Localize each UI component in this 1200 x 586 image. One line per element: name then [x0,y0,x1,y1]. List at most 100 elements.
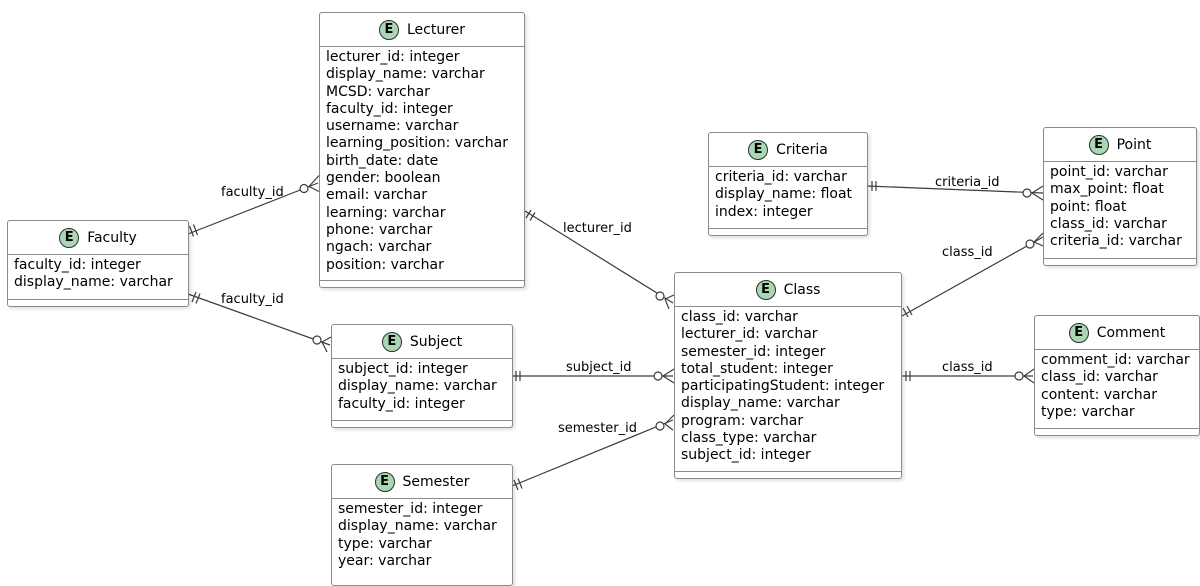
entity-title: Class [783,281,821,298]
field: type: varchar [1041,403,1135,420]
field: ngach: varchar [326,239,432,256]
entity-divider [8,299,188,300]
entity-fields: point_id: varchar max_point: float point… [1044,162,1196,254]
field: birth_date: date [326,152,439,169]
field: faculty_id: integer [338,395,465,412]
field: subject_id: integer [338,361,468,377]
field: class_type: varchar [681,430,817,447]
entity-divider [1035,428,1199,429]
field: display_name: varchar [338,518,497,535]
field: position: varchar [326,256,444,273]
entity-faculty[interactable]: E Faculty faculty_id: integer display_na… [7,220,189,307]
entity-title: Point [1116,136,1152,153]
entity-e-icon: E [378,19,399,40]
entity-e-icon: E [381,331,402,352]
entity-divider [709,228,867,229]
entity-fields: lecturer_id: integer display_name: varch… [320,47,524,278]
relation-label: class_id [942,245,993,260]
field: program: varchar [681,412,804,429]
field: email: varchar [326,187,427,204]
field: phone: varchar [326,221,433,238]
field: point_id: varchar [1050,164,1168,180]
entity-e-icon: E [1068,322,1089,343]
entity-lecturer[interactable]: E Lecturer lecturer_id: integer display_… [319,12,525,288]
field: lecturer_id: varchar [681,326,818,343]
field: semester_id: integer [338,501,483,517]
entity-header: E Class [675,273,901,307]
entity-fields: class_id: varchar lecturer_id: varchar s… [675,307,901,469]
entity-header: E Comment [1035,316,1199,350]
entity-title: Faculty [87,229,137,246]
field: content: varchar [1041,386,1157,403]
entity-semester[interactable]: E Semester semester_id: integer display_… [331,464,513,586]
relation-label: faculty_id [221,185,284,200]
field: class_id: varchar [1050,215,1167,232]
entity-point[interactable]: E Point point_id: varchar max_point: flo… [1043,127,1197,266]
relation-faculty-lecturer: faculty_id [187,175,320,237]
field: display_name: varchar [681,395,840,412]
field: subject_id: integer [681,447,811,464]
entity-title: Comment [1096,324,1166,341]
entity-comment[interactable]: E Comment comment_id: varchar class_id: … [1034,315,1200,436]
relation-faculty-subject: faculty_id [187,291,332,353]
relation-label: faculty_id [221,292,284,307]
relation-lecturer-class: lecturer_id [524,209,675,310]
entity-divider [320,280,524,281]
entity-fields: faculty_id: integer display_name: varcha… [8,255,188,296]
entity-header: E Criteria [709,133,867,167]
field: class_id: varchar [681,309,798,325]
field: class_id: varchar [1041,369,1158,386]
entity-fields: semester_id: integer display_name: varch… [332,499,512,574]
field: gender: boolean [326,170,441,187]
entity-header: E Semester [332,465,512,499]
field: participatingStudent: integer [681,378,885,395]
entity-title: Lecturer [406,21,466,38]
field: MCSD: varchar [326,83,430,100]
entity-header: E Point [1044,128,1196,162]
entity-divider [332,420,512,421]
entity-fields: criteria_id: varchar display_name: float… [709,167,867,225]
field: criteria_id: varchar [1050,233,1182,250]
entity-e-icon: E [748,139,769,160]
relation-label: lecturer_id [563,221,632,236]
field: lecturer_id: integer [326,49,460,65]
field: type: varchar [338,535,432,552]
entity-e-icon: E [374,471,395,492]
field: semester_id: integer [681,343,826,360]
entity-divider [675,471,901,472]
field: display_name: float [715,186,853,203]
entity-e-icon: E [1088,134,1109,155]
relation-criteria-point: criteria_id [866,175,1044,201]
entity-subject[interactable]: E Subject subject_id: integer display_na… [331,324,513,428]
relation-label: class_id [942,360,993,375]
relation-label: subject_id [566,360,631,375]
field: username: varchar [326,118,459,135]
field: display_name: varchar [338,378,497,395]
field: faculty_id: integer [326,100,453,117]
field: faculty_id: integer [14,257,141,273]
entity-e-icon: E [59,227,80,248]
entity-header: E Faculty [8,221,188,255]
field: index: integer [715,203,813,220]
entity-criteria[interactable]: E Criteria criteria_id: varchar display_… [708,132,868,236]
entity-class[interactable]: E Class class_id: varchar lecturer_id: v… [674,272,902,479]
field: display_name: varchar [326,66,485,83]
field: learning: varchar [326,204,446,221]
entity-title: Subject [409,333,463,350]
relation-class-point: class_id [901,232,1044,318]
entity-header: E Subject [332,325,512,359]
entity-fields: comment_id: varchar class_id: varchar co… [1035,350,1199,425]
entity-e-icon: E [755,279,776,300]
relation-class-comment: class_id [902,360,1035,384]
relation-label: criteria_id [935,175,1000,190]
entity-header: E Lecturer [320,13,524,47]
field: learning_position: varchar [326,135,508,152]
field: max_point: float [1050,181,1164,198]
relation-label: semester_id [558,421,637,436]
field: point: float [1050,198,1127,215]
field: comment_id: varchar [1041,352,1190,368]
field: display_name: varchar [14,274,173,291]
entity-title: Semester [402,473,470,490]
